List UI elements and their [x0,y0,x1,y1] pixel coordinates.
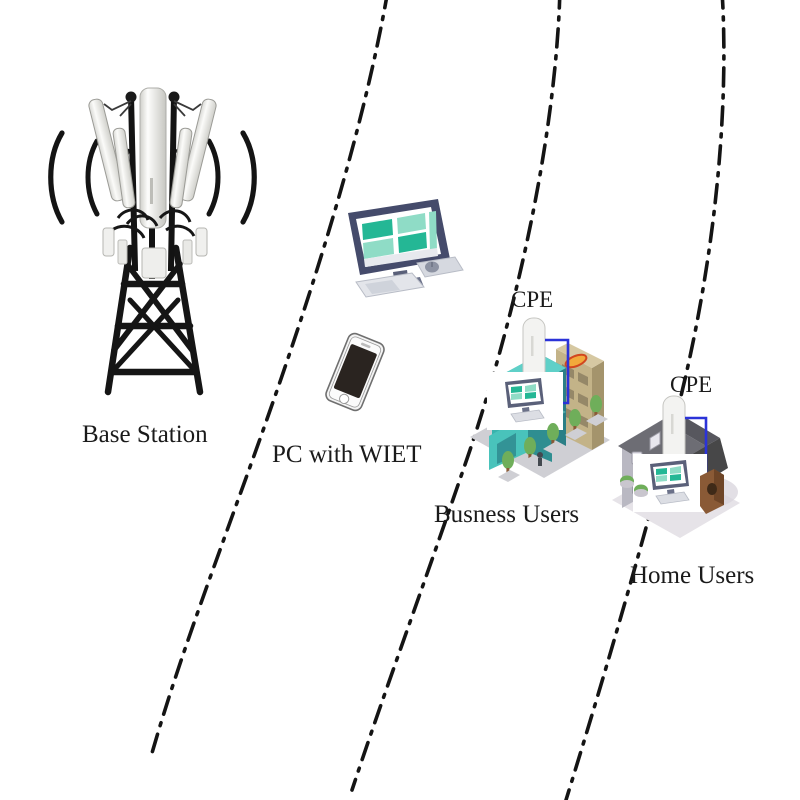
screen-content [362,211,438,267]
cpe-antenna-home [662,395,686,467]
garden-shrubs [620,475,648,497]
antenna-cylinder [139,87,167,229]
mast-caps [125,91,180,103]
remote-radio-units [102,227,208,279]
label-home-users: Home Users [630,562,755,589]
mouse-pad [416,256,464,278]
keyboard [355,272,425,298]
outer-coverage-arc [564,0,726,800]
inset-pc-home [633,454,707,512]
label-cpe-home: CPE [670,372,713,397]
middle-coverage-arc [350,0,562,792]
street-trees-business [498,395,608,482]
label-business-users: Busness Users [434,501,580,528]
label-base-station: Base Station [82,421,208,448]
garden-shed [700,469,724,514]
cable-bundle [111,208,196,239]
inner-coverage-arc [148,0,389,762]
inset-pc-business [487,372,563,430]
antenna-panels [88,98,217,209]
antenna-struts [103,100,202,117]
label-pc-with-wiet: PC with WIET [272,441,422,468]
label-cpe-business: CPE [511,287,554,312]
tower-lattice [104,244,204,396]
